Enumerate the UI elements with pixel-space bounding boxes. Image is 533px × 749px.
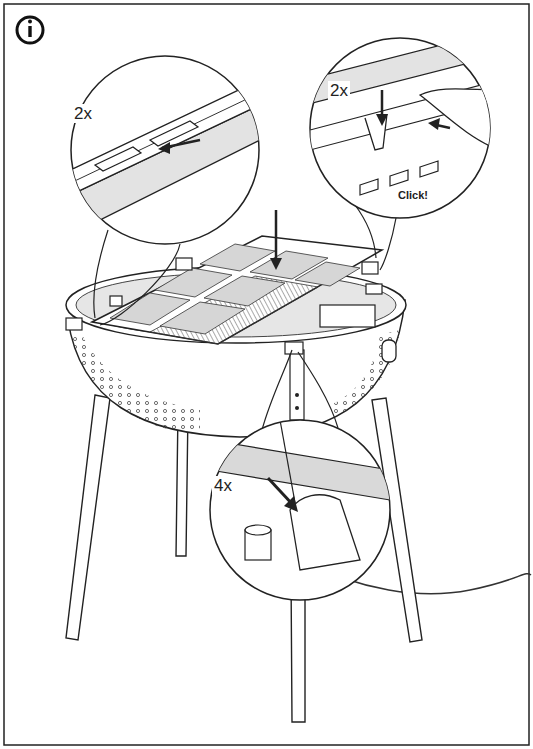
info-icon	[17, 17, 43, 43]
quantity-label: 2x	[72, 104, 94, 123]
legs	[66, 395, 422, 722]
clips	[66, 258, 382, 354]
detail-left	[60, 56, 280, 244]
detail-right	[305, 30, 500, 218]
frame	[4, 4, 529, 745]
quantity-label: 4x	[212, 476, 234, 495]
detail-bottom	[210, 420, 390, 600]
click-label: Click!	[396, 189, 430, 202]
quantity-label: 2x	[328, 81, 350, 100]
grill-bowl	[66, 267, 406, 437]
